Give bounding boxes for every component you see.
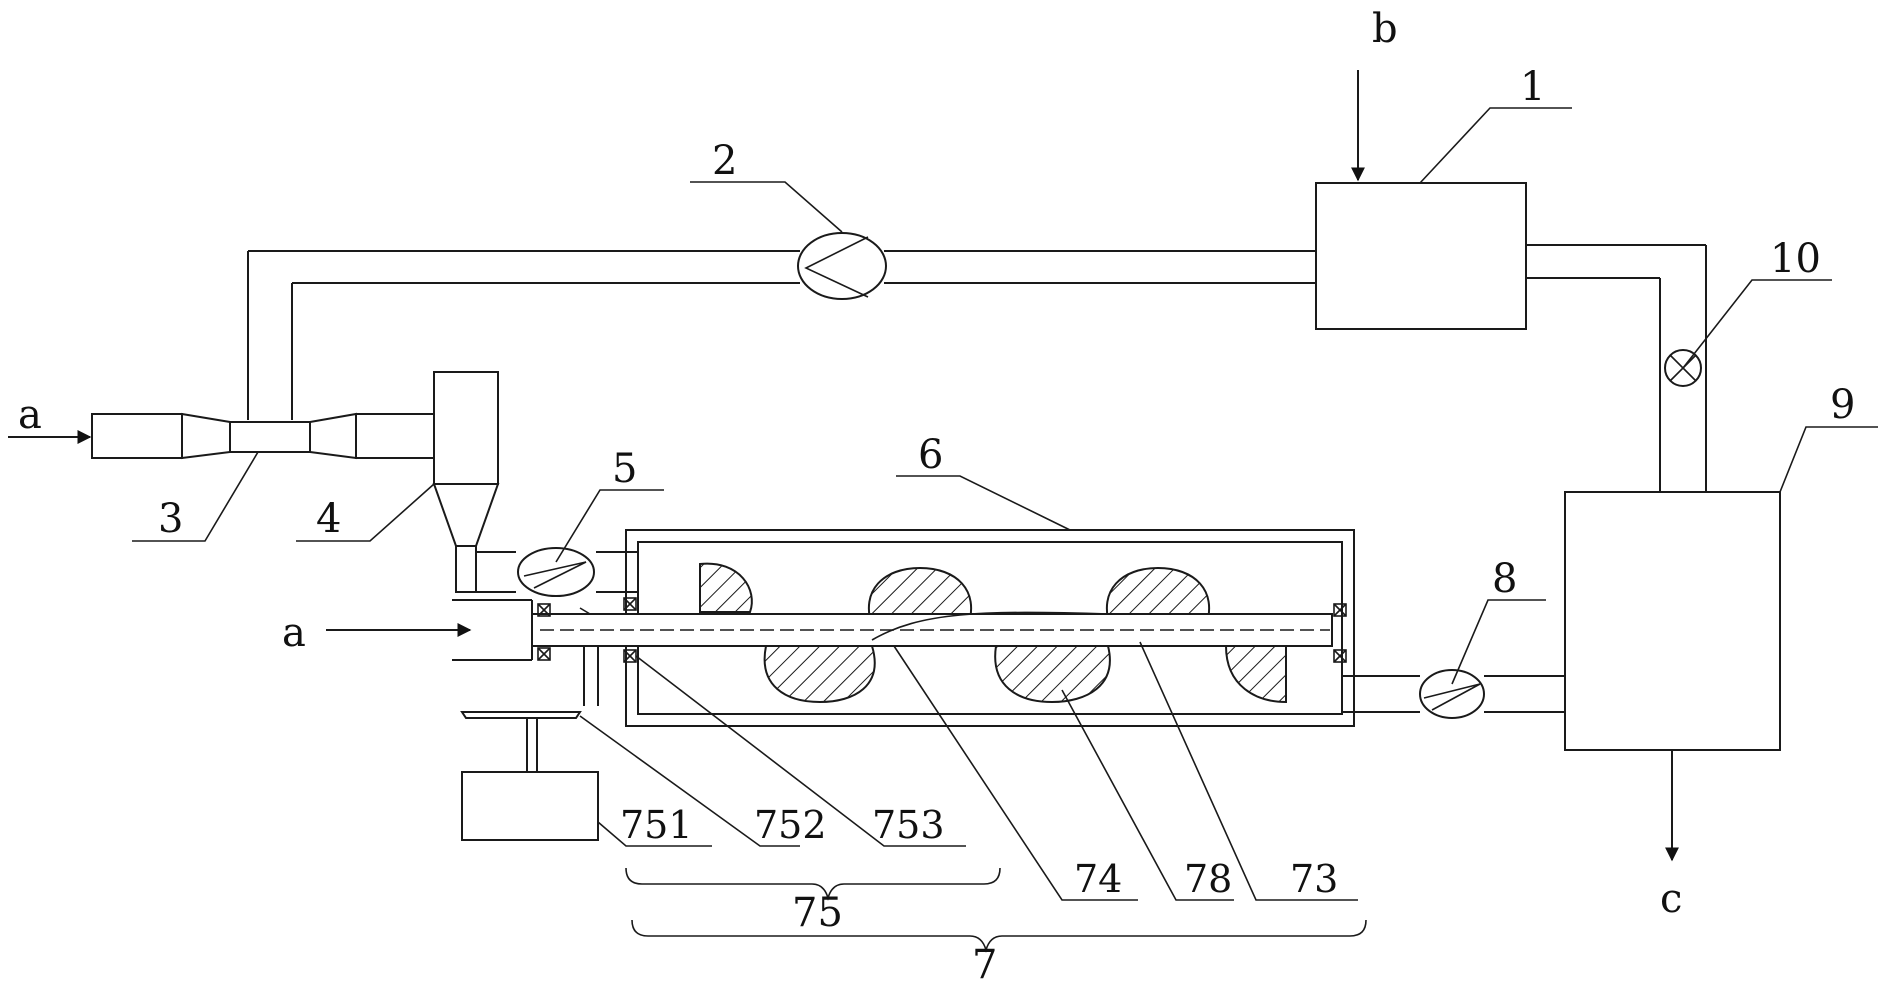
part-label-2: 2 <box>712 138 737 184</box>
top-pipe <box>247 250 1316 420</box>
leader-73 <box>1139 641 1358 901</box>
part-label-6: 6 <box>918 432 943 478</box>
leader-4 <box>296 483 435 542</box>
part-label-73: 73 <box>1290 857 1338 901</box>
part-label-10: 10 <box>1770 236 1821 282</box>
part-label-3: 3 <box>158 496 183 542</box>
drive-motor-751 <box>460 711 599 841</box>
leader-2 <box>690 181 843 233</box>
pump-5-icon <box>517 547 595 597</box>
leader-78 <box>1061 689 1234 901</box>
part-label-8: 8 <box>1492 556 1517 602</box>
leader-752 <box>579 715 800 847</box>
inlet-b-label: b <box>1372 6 1398 52</box>
shaft-73 <box>531 611 1333 647</box>
pump-2-icon <box>797 232 887 300</box>
part-label-9: 9 <box>1830 382 1855 428</box>
shaft-inlet-tube <box>452 599 599 706</box>
pipe-1-to-9 <box>1526 244 1707 492</box>
part-label-7: 7 <box>972 942 997 984</box>
leader-753 <box>635 655 966 847</box>
leader-9 <box>1779 426 1878 493</box>
bearing-icons <box>537 597 1347 663</box>
leader-751 <box>597 821 712 847</box>
unit-1-box <box>1315 182 1527 330</box>
part-label-78: 78 <box>1184 857 1232 901</box>
pump-8-icon <box>1419 669 1485 719</box>
part-label-753: 753 <box>872 803 945 847</box>
leader-5 <box>555 489 664 563</box>
part-label-4: 4 <box>316 496 341 542</box>
part-label-74: 74 <box>1074 857 1122 901</box>
leader-10 <box>1682 279 1832 369</box>
part-label-752: 752 <box>754 803 827 847</box>
leader-1 <box>1419 107 1572 184</box>
leader-74 <box>893 645 1138 901</box>
unit-9-box <box>1564 491 1781 751</box>
part-label-1: 1 <box>1520 64 1545 110</box>
leader-8 <box>1451 599 1546 685</box>
outlet-pipe-8 <box>1342 675 1565 713</box>
leader-3 <box>132 451 259 542</box>
part-label-751: 751 <box>620 803 693 847</box>
screw-blades <box>699 562 1287 704</box>
inlet-a-left-label: a <box>18 392 42 438</box>
part-label-5: 5 <box>612 446 637 492</box>
brace-7 <box>631 919 1367 953</box>
venturi-3 <box>91 412 435 460</box>
part-label-75: 75 <box>792 890 843 936</box>
cyclone-4 <box>432 371 500 593</box>
leader-6 <box>896 475 1071 531</box>
inlet-a-mid-label: a <box>282 610 306 656</box>
outlet-c-label: c <box>1660 876 1682 922</box>
feed-pipe-5 <box>476 551 638 593</box>
brace-75 <box>625 867 1001 901</box>
